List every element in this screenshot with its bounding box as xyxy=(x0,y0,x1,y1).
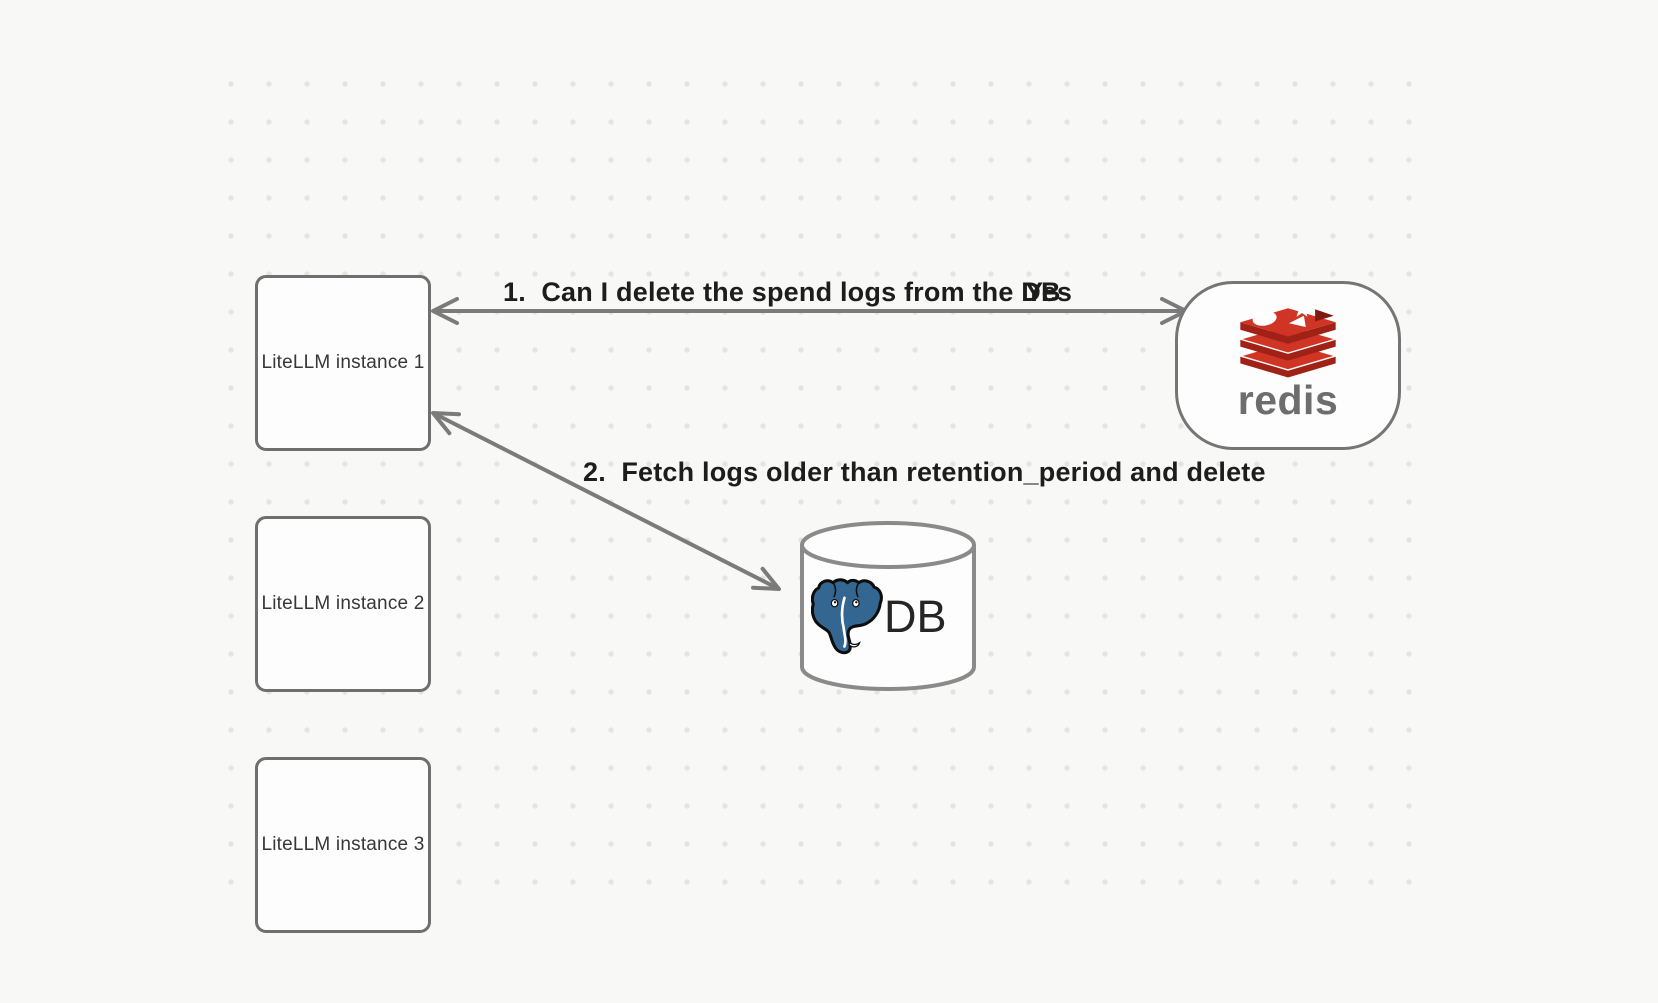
node-label: LiteLLM instance 1 xyxy=(261,352,425,373)
edge-label-yes: Yes xyxy=(1025,277,1073,307)
edge-db-fetch-arrow[interactable] xyxy=(431,411,781,591)
redis-wordmark: redis xyxy=(1237,377,1339,423)
node-litellm-instance-1[interactable]: LiteLLM instance 1 xyxy=(255,275,431,451)
edge-label-fetch-logs: 2. Fetch logs older than retention_perio… xyxy=(583,457,1266,487)
node-redis[interactable]: redis xyxy=(1175,281,1401,450)
edge-label-delete-spend-logs: 1. Can I delete the spend logs from the … xyxy=(503,277,1061,307)
db-label: DB xyxy=(884,591,947,642)
node-litellm-instance-3[interactable]: LiteLLM instance 3 xyxy=(255,757,431,933)
postgresql-elephant-icon xyxy=(811,578,883,655)
node-db[interactable]: DB xyxy=(799,520,977,692)
node-litellm-instance-2[interactable]: LiteLLM instance 2 xyxy=(255,516,431,692)
node-label: LiteLLM instance 3 xyxy=(261,834,425,855)
node-label: LiteLLM instance 2 xyxy=(261,593,425,614)
redis-stack-logo-icon xyxy=(1237,299,1339,378)
